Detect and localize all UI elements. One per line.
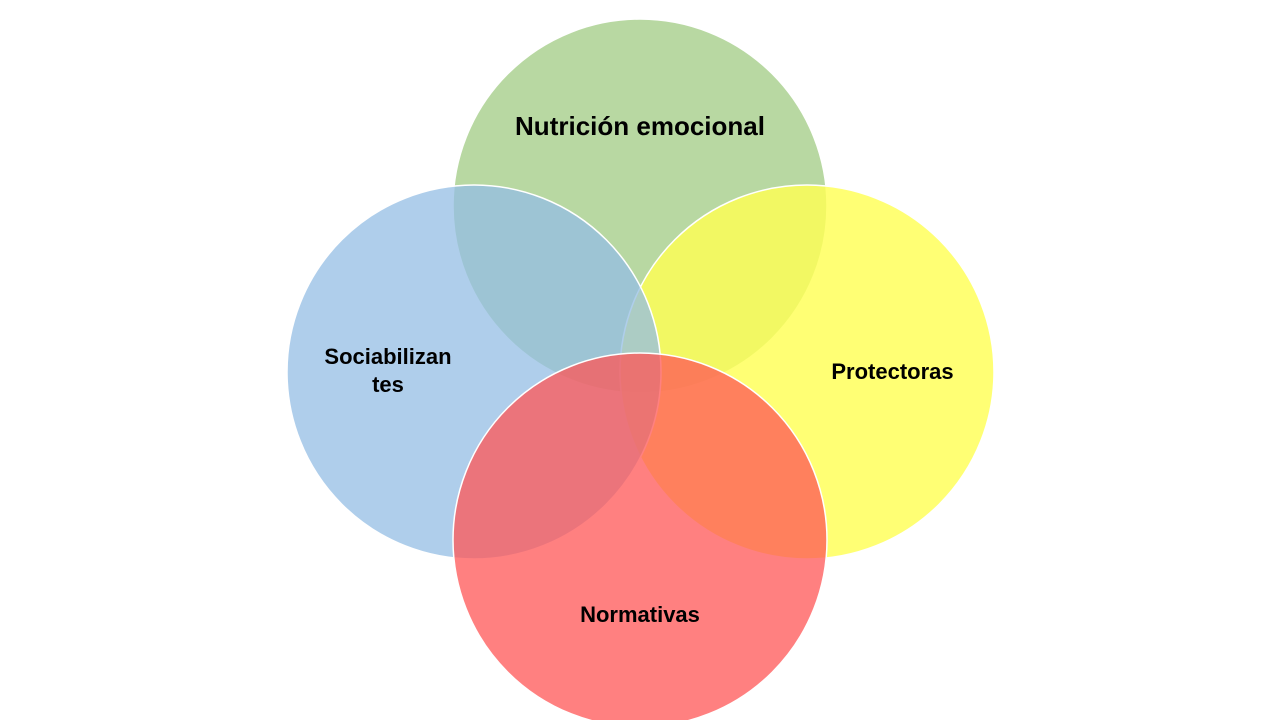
label-protectoras: Protectoras [831, 359, 954, 384]
label-sociabilizantes-line1: Sociabilizan [324, 344, 452, 369]
label-sociabilizantes-line2: tes [372, 371, 404, 397]
label-sociabilizantes: Sociabilizan tes [298, 343, 478, 398]
label-nutricion-emocional: Nutrición emocional [515, 111, 765, 141]
label-normativas: Normativas [580, 602, 700, 627]
circle-bottom [452, 352, 828, 720]
